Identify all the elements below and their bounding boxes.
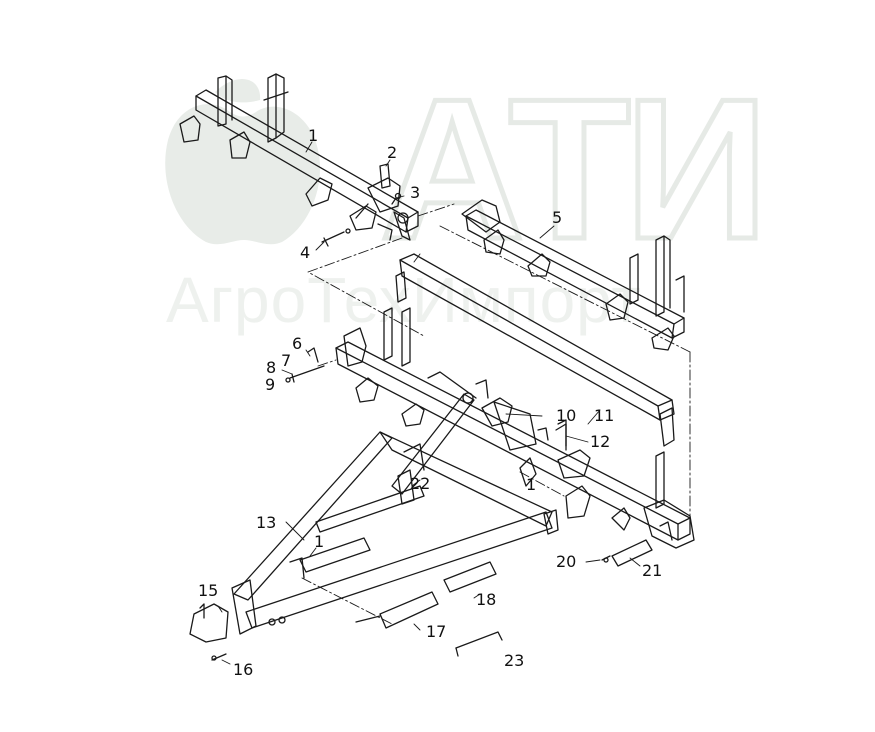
label-1-top: 1: [308, 126, 318, 145]
assembly-drawing: [179, 73, 695, 665]
pin-part-7-8-9: [285, 365, 325, 383]
toolbar-frame-right: [461, 199, 685, 351]
label-21: 21: [642, 561, 662, 580]
label-13: 13: [256, 513, 276, 532]
label-1-low: 1: [314, 532, 324, 551]
pin-part-2: [379, 163, 391, 189]
bolt-part-4: [321, 228, 351, 247]
apple-logo-icon: [165, 78, 321, 245]
label-2: 2: [387, 143, 397, 162]
label-4: 4: [300, 243, 310, 262]
label-10: 10: [556, 406, 576, 425]
hitch-clevis-part-15: [189, 603, 229, 643]
label-9: 9: [265, 375, 275, 394]
label-12: 12: [590, 432, 610, 451]
label-17: 17: [426, 622, 446, 641]
label-6: 6: [292, 334, 302, 353]
leader-lines: [217, 141, 641, 665]
label-5: 5: [552, 208, 562, 227]
clamp-part-20-21: [601, 539, 653, 567]
label-20: 20: [556, 552, 576, 571]
hitch-a-frame: [231, 431, 559, 635]
label-18: 18: [476, 590, 496, 609]
label-16: 16: [233, 660, 253, 679]
part-labels: 1 2 3 4 5 6 7 8 9 10 11 12 1 22 13 1 20 …: [198, 126, 662, 679]
rod-part-18: [443, 561, 497, 593]
label-15: 15: [198, 581, 218, 600]
label-22: 22: [410, 474, 430, 493]
label-1-mid: 1: [526, 475, 536, 494]
pin-part-6: [307, 347, 319, 363]
toolbar-frame-middle: [335, 307, 695, 549]
label-8: 8: [266, 358, 276, 377]
pin-part-16: [211, 653, 227, 661]
nut-parts: [268, 616, 286, 626]
group-bracket-part-23: [455, 631, 503, 657]
watermark-logo-text: АТИ: [380, 58, 762, 281]
rod-part-17: [355, 591, 439, 629]
cross-tube-part-11: [395, 253, 675, 447]
toolbar-frame-top: [179, 73, 419, 241]
brace-part-22: [391, 392, 475, 495]
alignment-lines: [301, 203, 691, 625]
label-11: 11: [594, 406, 614, 425]
watermark: АТИ АгроТехИмпорт: [165, 56, 771, 336]
bolt-part-3: [391, 192, 402, 205]
label-3: 3: [410, 183, 420, 202]
bracket-part-12: [537, 419, 567, 447]
label-7: 7: [281, 351, 291, 370]
label-23: 23: [504, 651, 524, 670]
